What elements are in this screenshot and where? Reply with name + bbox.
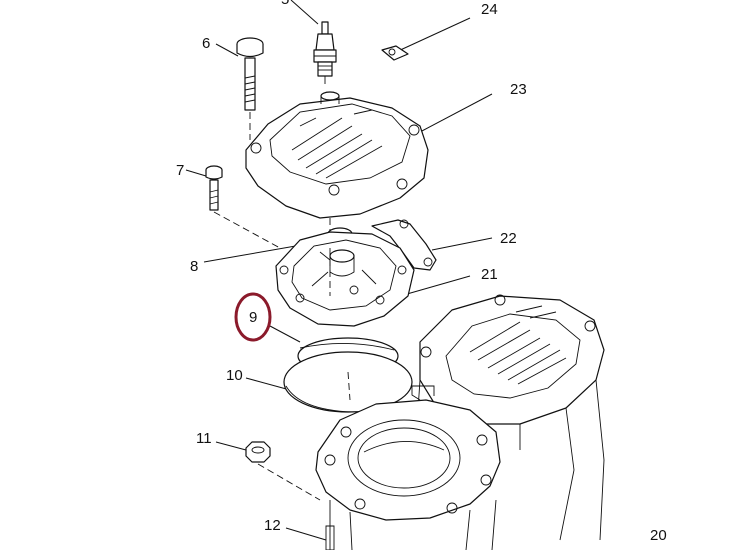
- bolt-part-6: [215, 37, 264, 140]
- cylinder-block-front: [315, 248, 501, 550]
- label-9: 9: [249, 309, 257, 326]
- label-5: 5: [281, 0, 289, 8]
- label-6: 6: [202, 35, 210, 52]
- label-23: 23: [510, 81, 527, 98]
- label-7: 7: [176, 162, 184, 179]
- label-12: 12: [264, 517, 281, 534]
- o-ring-part-10: [245, 351, 413, 413]
- cylinder-head-cover-part-23: [245, 91, 493, 236]
- label-10: 10: [226, 367, 243, 384]
- label-21: 21: [481, 266, 498, 283]
- spark-plug-part-5: [290, 0, 337, 84]
- cylinder-block-part-20: [417, 294, 605, 541]
- label-22: 22: [500, 230, 517, 247]
- label-8: 8: [190, 258, 198, 275]
- label-24: 24: [481, 1, 498, 18]
- stud-part-12: [285, 525, 335, 550]
- label-11: 11: [196, 430, 212, 447]
- bracket-part-24: [381, 17, 471, 61]
- highlight-circle-part-9: [234, 292, 272, 342]
- nut-part-11: [215, 441, 321, 501]
- cylinder-head-part-21: [275, 231, 471, 327]
- gasket-part-22: [371, 219, 493, 271]
- bolt-part-7: [185, 165, 281, 249]
- label-20: 20: [650, 527, 667, 544]
